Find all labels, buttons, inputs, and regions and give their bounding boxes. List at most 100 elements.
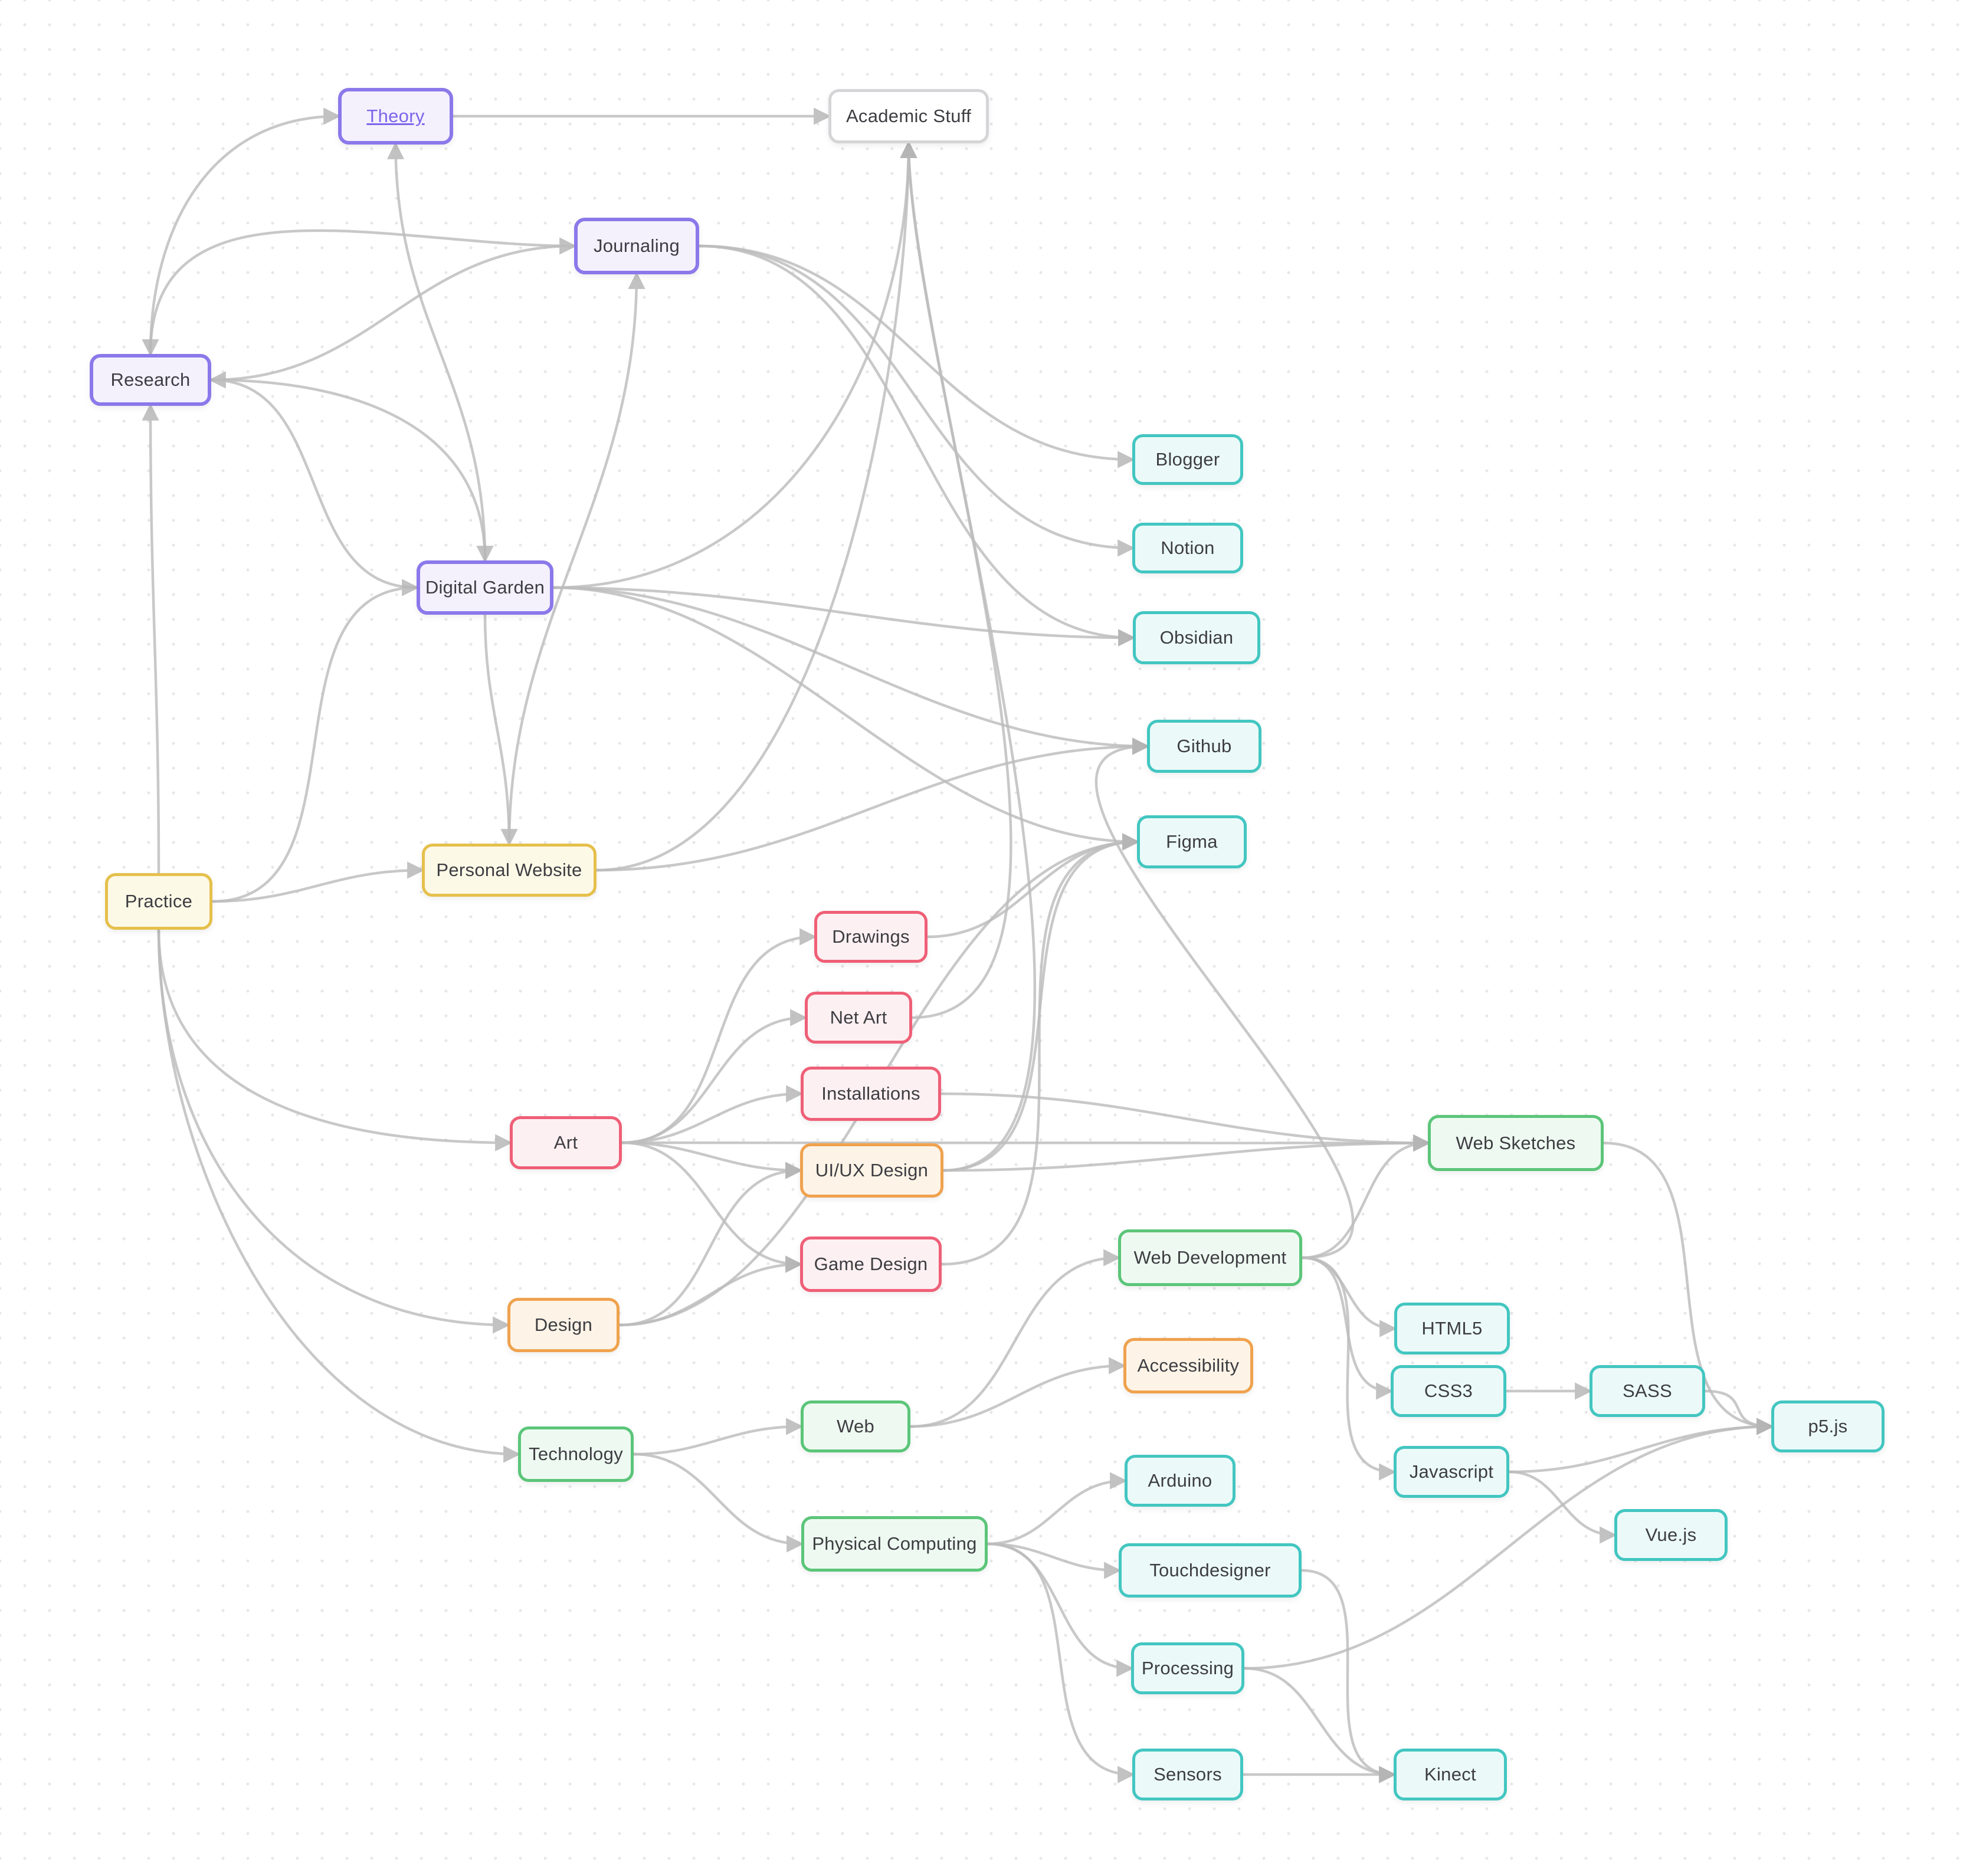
node-blogger[interactable]: Blogger (1132, 434, 1243, 485)
edge-physical-computing-to-sensors (987, 1542, 1135, 1783)
node-arduino[interactable]: Arduino (1125, 1455, 1236, 1507)
node-label: Digital Garden (425, 577, 545, 598)
node-touchdesigner[interactable]: Touchdesigner (1119, 1543, 1302, 1598)
edge-digital-garden-to-github (553, 586, 1150, 755)
node-label: UI/UX Design (815, 1160, 929, 1180)
node-label: Vue.js (1645, 1524, 1697, 1545)
node-label: Net Art (830, 1007, 887, 1028)
edge-art-to-installations (621, 1085, 804, 1144)
node-label: Sensors (1153, 1764, 1222, 1785)
edge-processing-to-p5js (1244, 1418, 1774, 1670)
edge-digital-garden-to-personal-website (483, 614, 518, 847)
node-academic-stuff[interactable]: Academic Stuff (828, 89, 989, 143)
edge-personal-website-to-github (596, 737, 1150, 872)
edge-digital-garden-to-obsidian (553, 586, 1136, 647)
node-label: Practice (124, 891, 193, 911)
edge-journaling-to-research (142, 229, 575, 357)
edge-journaling-to-blogger (699, 244, 1135, 468)
node-label: Touchdesigner (1149, 1560, 1271, 1580)
node-label: CSS3 (1424, 1380, 1473, 1401)
edge-web-sketches-to-p5js (1603, 1142, 1774, 1435)
edge-uiux-to-academic-stuff (900, 140, 1037, 1172)
node-label: Academic Stuff (846, 106, 972, 126)
edge-personal-website-to-journaling (507, 271, 645, 844)
edge-physical-computing-to-touchdesigner (987, 1542, 1122, 1579)
edge-research-to-digital-garden (211, 378, 494, 563)
node-drawings[interactable]: Drawings (814, 911, 928, 963)
node-notion[interactable]: Notion (1132, 523, 1243, 573)
node-theory[interactable]: Theory (338, 88, 453, 145)
edge-practice-to-research (142, 403, 160, 874)
node-obsidian[interactable]: Obsidian (1133, 611, 1260, 664)
node-label: Web Sketches (1456, 1132, 1576, 1153)
node-web-development[interactable]: Web Development (1118, 1229, 1302, 1286)
node-github[interactable]: Github (1147, 720, 1261, 773)
node-technology[interactable]: Technology (518, 1426, 634, 1482)
node-personal-website[interactable]: Personal Website (422, 844, 597, 897)
edge-web-development-to-css3 (1302, 1256, 1394, 1400)
edge-uiux-to-web-sketches (943, 1134, 1431, 1172)
node-art[interactable]: Art (510, 1116, 622, 1169)
edge-javascript-to-vuejs (1509, 1470, 1617, 1544)
node-game-design[interactable]: Game Design (800, 1237, 942, 1292)
edge-digital-garden-to-figma (553, 586, 1140, 851)
node-research[interactable]: Research (90, 354, 211, 406)
edge-design-to-game-design (619, 1255, 803, 1327)
edge-processing-to-kinect (1244, 1667, 1397, 1783)
node-label: Processing (1141, 1658, 1234, 1678)
node-processing[interactable]: Processing (1131, 1642, 1244, 1694)
node-label: Github (1177, 736, 1232, 756)
node-label: Research (110, 369, 191, 390)
node-label: Javascript (1409, 1461, 1494, 1482)
edge-practice-to-personal-website (212, 861, 425, 903)
node-html5[interactable]: HTML5 (1394, 1303, 1510, 1354)
edge-web-to-accessibility (910, 1357, 1126, 1428)
node-uiux[interactable]: UI/UX Design (800, 1143, 943, 1198)
node-label: Arduino (1148, 1470, 1212, 1491)
node-kinect[interactable]: Kinect (1394, 1749, 1507, 1800)
edge-game-design-to-figma (941, 833, 1140, 1266)
node-web[interactable]: Web (801, 1401, 910, 1452)
edge-digital-garden-to-theory (386, 142, 487, 561)
node-label: Technology (529, 1444, 623, 1464)
node-label: Personal Website (436, 860, 582, 880)
edge-practice-to-art (157, 929, 513, 1152)
node-label: HTML5 (1421, 1318, 1483, 1339)
node-figma[interactable]: Figma (1137, 815, 1247, 868)
node-sensors[interactable]: Sensors (1132, 1749, 1243, 1800)
node-css3[interactable]: CSS3 (1391, 1365, 1506, 1417)
node-physical-computing[interactable]: Physical Computing (801, 1516, 988, 1572)
edge-research-to-theory (149, 107, 341, 355)
node-web-sketches[interactable]: Web Sketches (1428, 1115, 1604, 1171)
node-label: Kinect (1424, 1764, 1476, 1785)
node-p5js[interactable]: p5.js (1771, 1401, 1885, 1452)
edge-web-to-web-development (910, 1249, 1121, 1428)
edge-practice-to-technology (157, 929, 521, 1463)
node-accessibility[interactable]: Accessibility (1123, 1338, 1253, 1393)
node-digital-garden[interactable]: Digital Garden (417, 560, 553, 615)
node-label: Theory (366, 106, 425, 126)
edge-installations-to-web-sketches (940, 1092, 1431, 1152)
edge-technology-to-physical-computing (633, 1452, 804, 1553)
edge-web-development-to-javascript (1302, 1256, 1397, 1481)
node-net-art[interactable]: Net Art (805, 992, 912, 1044)
edge-research-to-journaling (211, 237, 577, 382)
edge-journaling-to-obsidian (699, 244, 1136, 647)
node-label: Installations (821, 1083, 920, 1104)
node-practice[interactable]: Practice (105, 873, 212, 930)
node-javascript[interactable]: Javascript (1394, 1446, 1509, 1498)
node-vuejs[interactable]: Vue.js (1614, 1509, 1728, 1561)
node-label: SASS (1623, 1380, 1672, 1401)
node-label: Game Design (814, 1254, 928, 1274)
edge-art-to-game-design (621, 1141, 803, 1273)
node-journaling[interactable]: Journaling (574, 218, 699, 274)
node-label: Drawings (832, 926, 910, 947)
node-design[interactable]: Design (507, 1298, 620, 1352)
edge-digital-garden-to-research (208, 371, 417, 589)
edge-technology-to-web (633, 1418, 804, 1456)
edge-journaling-to-notion (699, 244, 1135, 557)
node-installations[interactable]: Installations (801, 1067, 941, 1121)
node-sass[interactable]: SASS (1590, 1365, 1705, 1417)
edge-personal-website-to-academic-stuff (596, 140, 917, 872)
